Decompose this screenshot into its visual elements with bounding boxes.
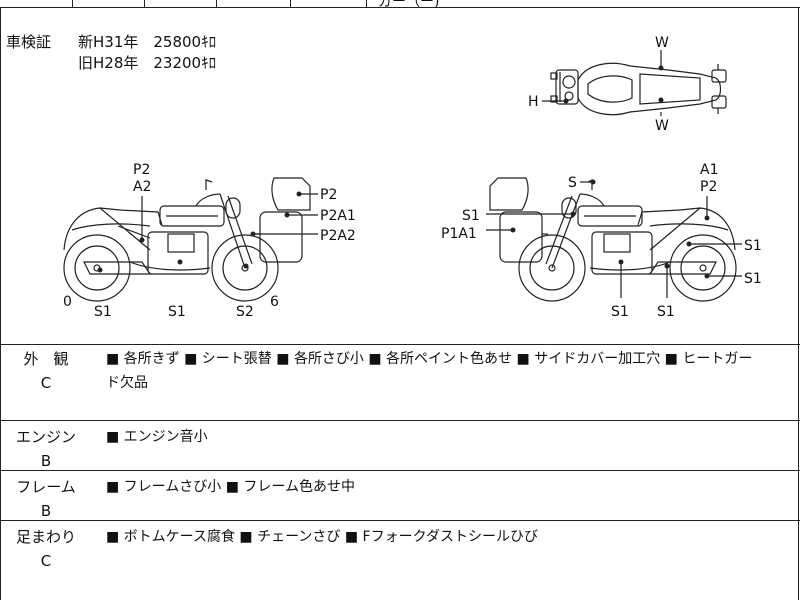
inspection-old: 旧H28年 23200ｷﾛ: [78, 54, 217, 72]
section-divider: [0, 344, 800, 345]
section-grade: B: [40, 452, 52, 470]
section-divider: [0, 520, 800, 521]
notes-line: ■ フレームさび小 ■ フレーム色あせ中: [106, 479, 355, 495]
top-divider: [366, 0, 367, 7]
label-p2a1: P2A1: [320, 208, 356, 224]
motorcycle-left-view-icon: [63, 177, 311, 302]
label-six: 6: [270, 294, 279, 310]
inspection-label: 車検証: [6, 33, 52, 51]
top-divider: [144, 0, 145, 7]
right-border: [798, 7, 799, 600]
label-s: S: [568, 175, 577, 191]
label-p1a1: P1A1: [441, 226, 477, 242]
section-frame-notes: ■ フレームさび小 ■ フレーム色あせ中: [106, 475, 796, 499]
section-engine-label: エンジン B: [0, 425, 92, 473]
section-name: 外 観: [23, 350, 69, 368]
top-row-text: ガー（ー): [378, 0, 440, 10]
damage-diagram: W W H P2 A2 P2 P2A1 P2A2 0 S1 S1 S2 6 A1…: [63, 35, 762, 320]
section-exterior-label: 外 観 C: [0, 347, 92, 395]
label-s1-left: S1: [94, 304, 112, 320]
section-grade: B: [40, 502, 52, 520]
label-p2: P2: [133, 162, 150, 178]
label-s2: S2: [236, 304, 254, 320]
section-divider: [0, 420, 800, 421]
label-p2-right: P2: [700, 179, 717, 195]
section-name: エンジン: [15, 428, 76, 446]
label-a1: A1: [700, 162, 718, 178]
motorcycle-right-view-icon: [489, 177, 737, 302]
top-divider: [72, 0, 73, 7]
label-s1-box: S1: [462, 208, 480, 224]
section-exterior-notes: ■ 各所きず ■ シート張替 ■ 各所さび小 ■ 各所ペイント色あせ ■ サイド…: [106, 347, 796, 395]
top-divider: [290, 0, 291, 7]
section-frame-label: フレーム B: [0, 475, 92, 523]
label-a2: A2: [133, 179, 151, 195]
label-s1-bottom-2: S1: [657, 304, 675, 320]
section-grade: C: [40, 374, 52, 392]
label-s1-right-2: S1: [744, 271, 762, 287]
section-suspension-notes: ■ ボトムケース腐食 ■ チェーンさび ■ Fフォークダストシールひび: [106, 525, 796, 549]
section-name: 足まわり: [15, 528, 76, 546]
motorcycle-top-view-icon: [542, 50, 727, 116]
label-s1-right-1: S1: [744, 238, 762, 254]
section-engine-notes: ■ エンジン音小: [106, 425, 796, 449]
left-border: [0, 7, 1, 600]
section-name: フレーム: [16, 478, 76, 496]
section-divider: [0, 470, 800, 471]
label-zero: 0: [63, 294, 72, 310]
label-s1-center: S1: [168, 304, 186, 320]
inspection-new: 新H31年 25800ｷﾛ: [78, 33, 217, 51]
label-h: H: [528, 94, 539, 110]
notes-line: ド欠品: [106, 375, 148, 391]
label-w-top: W: [655, 35, 669, 51]
label-s1-bottom-1: S1: [611, 304, 629, 320]
section-grade: C: [40, 552, 52, 570]
top-row-border: [0, 7, 800, 8]
notes-line: ■ ボトムケース腐食 ■ チェーンさび ■ Fフォークダストシールひび: [106, 529, 539, 545]
section-suspension-label: 足まわり C: [0, 525, 92, 573]
notes-line: ■ エンジン音小: [106, 429, 208, 445]
label-p2-box: P2: [320, 187, 337, 203]
top-divider: [216, 0, 217, 7]
label-p2a2: P2A2: [320, 228, 356, 244]
notes-line: ■ 各所きず ■ シート張替 ■ 各所さび小 ■ 各所ペイント色あせ ■ サイド…: [106, 351, 753, 367]
label-w-bottom: W: [655, 118, 669, 134]
